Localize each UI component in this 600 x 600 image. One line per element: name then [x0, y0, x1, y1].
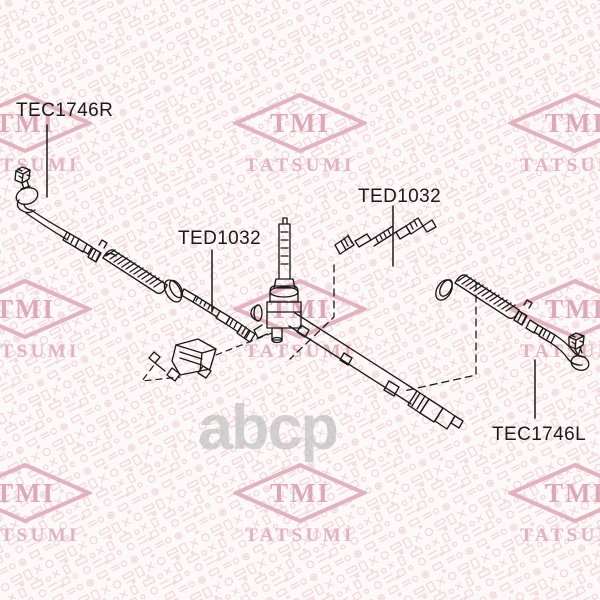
jam-nut-right — [74, 238, 93, 255]
clamp-left — [513, 299, 533, 326]
outer-tie-rod-end-left — [538, 327, 590, 371]
outer-tie-rod-end-right — [15, 185, 80, 248]
rack-tube — [288, 312, 464, 430]
castle-nut-right — [14, 166, 31, 190]
part-label-tec1746r: TEC1746R — [16, 100, 114, 121]
clamp-right — [87, 239, 108, 263]
steering-gear-housing — [250, 285, 302, 344]
pinion-input-shaft — [273, 217, 296, 289]
retaining-ring-right — [163, 279, 184, 303]
callout-bracket-lines — [141, 332, 273, 382]
jam-nut-inner-right — [334, 234, 355, 255]
bellows-boot-left — [454, 274, 520, 319]
leader-lines — [46, 124, 536, 419]
part-label-tec1746l: TEC1746L — [492, 424, 587, 445]
bellows-boot-right — [102, 249, 168, 294]
retaining-ring-left — [435, 279, 453, 301]
part-label-ted1032-left: TED1032 — [178, 228, 262, 249]
inner-tie-rod-right — [334, 217, 437, 255]
castle-nut-left — [568, 332, 585, 356]
part-label-ted1032-right: TED1032 — [358, 186, 442, 207]
callout-dashed-lines — [289, 264, 477, 392]
mounting-bracket — [148, 338, 217, 382]
jam-nut-inner-left — [236, 324, 256, 343]
